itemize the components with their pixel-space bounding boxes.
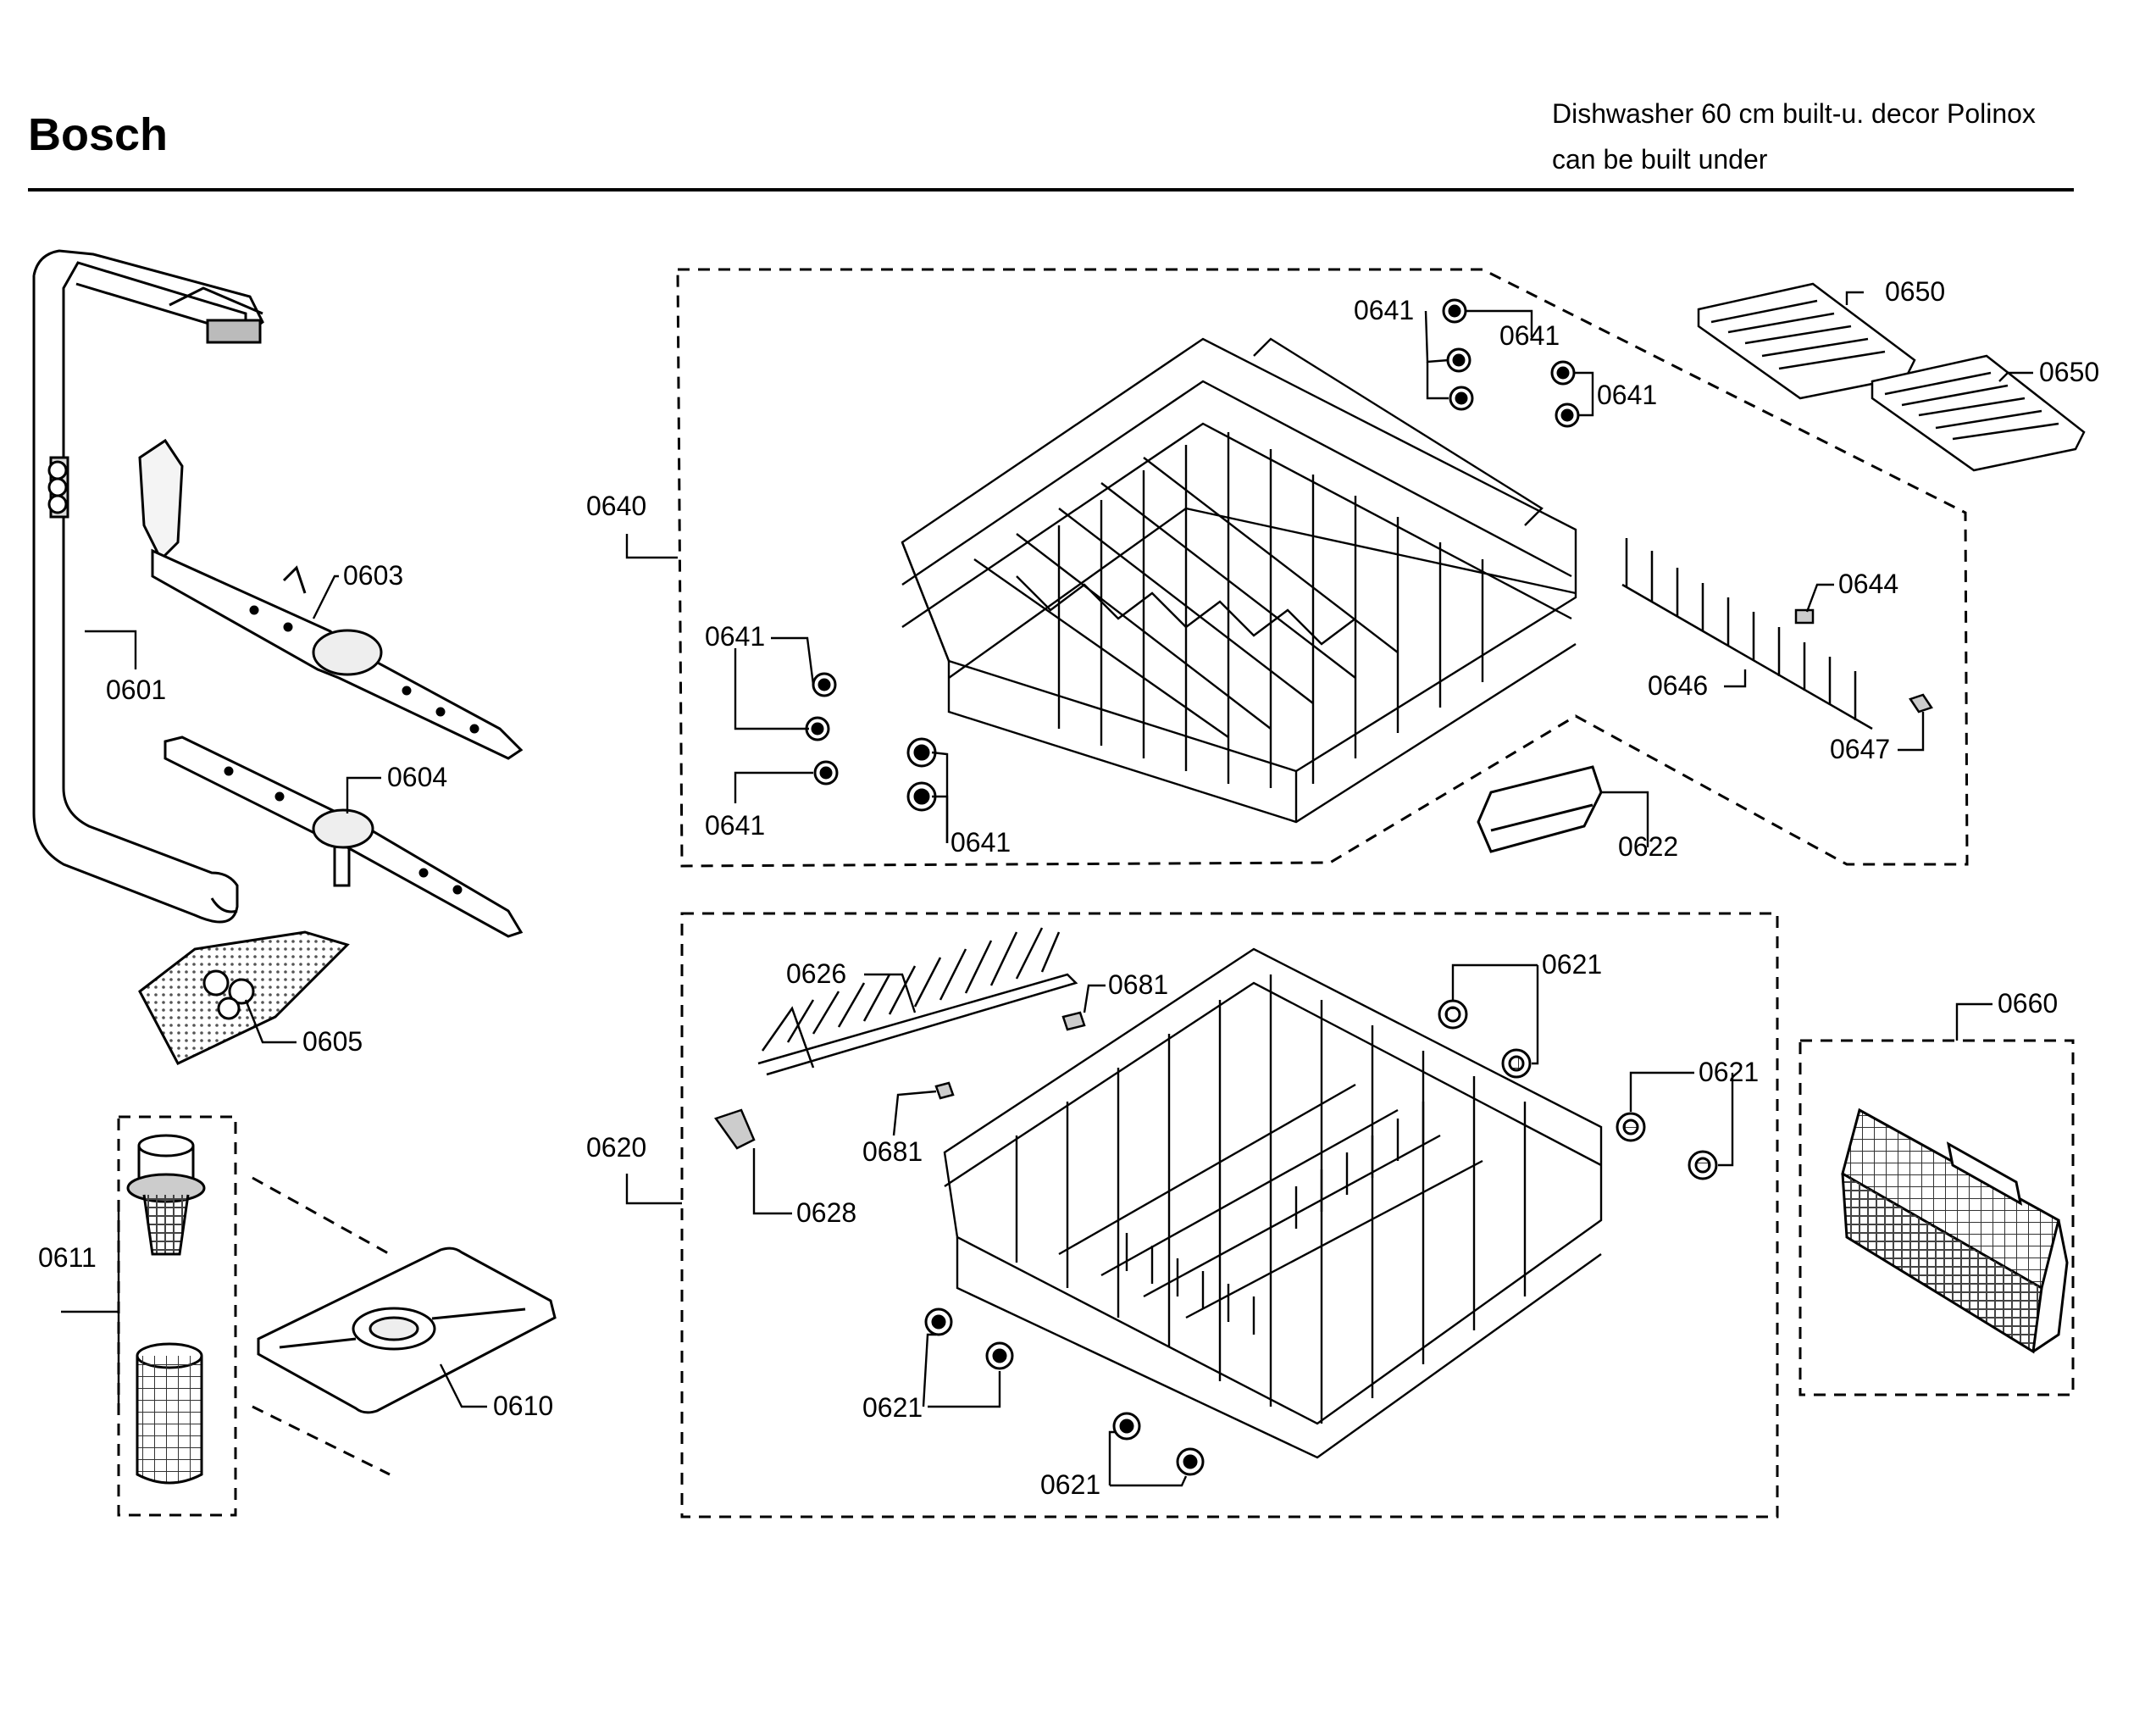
flat-filter-plate xyxy=(257,1246,557,1414)
callout-0628: 0628 xyxy=(796,1197,856,1228)
folding-tines xyxy=(1621,538,1933,730)
callout-0640: 0640 xyxy=(586,491,646,521)
water-supply-pipe xyxy=(32,249,264,924)
callout-0601: 0601 xyxy=(106,675,166,705)
callout-0660: 0660 xyxy=(1998,988,2058,1019)
callout-0641-top-a: 0641 xyxy=(1354,295,1414,325)
upper-rack-group-box xyxy=(676,268,1969,868)
lower-rack-group-box xyxy=(680,912,1779,1518)
callout-labels: 0601 0603 0604 0605 0610 0611 0640 0641 … xyxy=(38,276,2099,1500)
callout-0620: 0620 xyxy=(586,1132,646,1163)
lower-spray-arm xyxy=(164,736,524,938)
cutlery-basket xyxy=(1841,1108,2069,1354)
callout-0641-top-c: 0641 xyxy=(1597,380,1657,410)
callout-0622: 0622 xyxy=(1618,831,1678,862)
callout-0611: 0611 xyxy=(38,1242,97,1273)
filter-assembly-box xyxy=(117,1115,391,1517)
callout-0641-top-b: 0641 xyxy=(1499,320,1560,351)
upper-spray-arm xyxy=(138,438,524,760)
callout-0621-b: 0621 xyxy=(1699,1057,1759,1087)
callout-0626: 0626 xyxy=(786,958,846,989)
callout-0681-b: 0681 xyxy=(862,1136,923,1167)
callout-0621-c: 0621 xyxy=(862,1392,923,1423)
callout-leader-lines xyxy=(61,291,2033,1487)
callout-0646: 0646 xyxy=(1648,670,1708,701)
callout-0641-left-a: 0641 xyxy=(705,621,765,652)
cutlery-basket-box xyxy=(1799,1039,2075,1396)
spray-arm-bracket xyxy=(138,930,350,1065)
callout-0650-b: 0650 xyxy=(2039,357,2099,387)
callout-0603: 0603 xyxy=(343,560,403,591)
callout-0681-a: 0681 xyxy=(1108,969,1168,1000)
callout-0647: 0647 xyxy=(1830,734,1890,764)
rack-handle xyxy=(1477,765,1603,853)
rack-wheels-upper xyxy=(805,298,1580,812)
callout-0605: 0605 xyxy=(302,1026,363,1057)
micro-filter xyxy=(126,1134,206,1256)
callout-0621-d: 0621 xyxy=(1040,1469,1100,1500)
callout-0650-a: 0650 xyxy=(1885,276,1945,307)
callout-0610: 0610 xyxy=(493,1391,553,1421)
upper-rack xyxy=(901,337,1577,824)
callout-0621-a: 0621 xyxy=(1542,949,1602,980)
brand-title: Bosch xyxy=(28,109,169,160)
callout-0644: 0644 xyxy=(1838,569,1898,599)
rack-wheels-lower xyxy=(924,999,1718,1476)
lower-rack xyxy=(943,947,1603,1459)
coarse-filter xyxy=(136,1342,203,1485)
model-description: Dishwasher 60 cm built-u. decor Polinox xyxy=(1552,98,2036,129)
callout-0641-left-c: 0641 xyxy=(951,827,1011,858)
callout-0604: 0604 xyxy=(387,762,447,792)
model-subdescription: can be built under xyxy=(1552,144,1768,175)
plate-rack xyxy=(713,927,1086,1150)
cup-shelf xyxy=(1697,282,2086,472)
callout-0641-left-b: 0641 xyxy=(705,810,765,841)
